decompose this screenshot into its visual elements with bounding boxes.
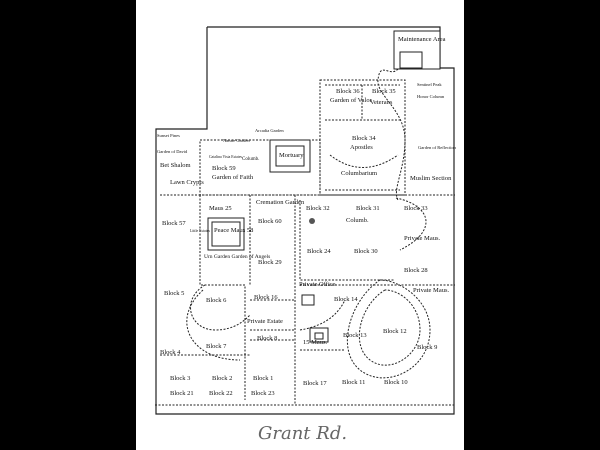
label-maus25: Maus 25 bbox=[209, 205, 232, 212]
label-cremation-garden: Cremation Garden bbox=[256, 199, 305, 206]
label-peace-maus58: Peace Maus 58 bbox=[214, 227, 253, 234]
label-block11: Block 11 bbox=[342, 379, 365, 386]
label-garden-of-reflection: Garden of Reflection bbox=[418, 145, 457, 150]
label-block30: Block 30 bbox=[354, 248, 378, 255]
maintenance-building bbox=[399, 51, 423, 69]
label-sunset-pines: Sunset Pines bbox=[157, 133, 180, 138]
label-private-maus-lower: Private Maus. bbox=[413, 287, 449, 294]
label-block10: Block 10 bbox=[384, 379, 408, 386]
label-mortuary: Mortuary bbox=[279, 152, 304, 159]
label-block59: Block 59 bbox=[212, 165, 236, 172]
label-block60: Block 60 bbox=[258, 218, 282, 225]
label-block22: Block 22 bbox=[209, 390, 233, 397]
label-block17: Block 17 bbox=[303, 380, 327, 387]
label-nature-garden: Nature Garden bbox=[223, 138, 250, 143]
columb-marker bbox=[309, 218, 315, 224]
peace-maus-inner bbox=[211, 221, 241, 247]
label-block34: Block 34 bbox=[352, 135, 376, 142]
label-block24: Block 24 bbox=[307, 248, 331, 255]
label-catalina-vista-estates: Catalina Vista Estates bbox=[209, 155, 243, 159]
label-block32: Block 32 bbox=[306, 205, 330, 212]
label-sentinel-peak: Sentinel Peak bbox=[417, 82, 442, 87]
maus-15-inner bbox=[314, 332, 324, 340]
map-labels: Maintenance Area Sentinel Peak Honor Col… bbox=[157, 36, 457, 397]
label-block6: Block 6 bbox=[206, 297, 227, 304]
label-urn-garden-angels: Urn Garden Garden of Angels bbox=[204, 253, 270, 260]
label-private-office: Private Office bbox=[299, 281, 336, 288]
label-arcadia-garden: Arcadia Garden bbox=[255, 128, 284, 133]
label-columb: Columb. bbox=[346, 217, 369, 224]
label-veterans: Veterans bbox=[370, 99, 393, 106]
label-block31: Block 31 bbox=[356, 205, 380, 212]
label-lawn-crypts: Lawn Crypts bbox=[170, 179, 204, 186]
label-block23: Block 23 bbox=[251, 390, 275, 397]
label-block33: Block 33 bbox=[404, 205, 428, 212]
label-block9: Block 9 bbox=[417, 344, 437, 351]
roads bbox=[155, 68, 455, 406]
grant-rd-signature: Grant Rd. bbox=[258, 423, 347, 444]
label-block28: Block 28 bbox=[404, 267, 428, 274]
property-boundary bbox=[155, 26, 455, 415]
label-muslim-section: Muslim Section bbox=[410, 175, 452, 182]
private-office-building bbox=[301, 294, 315, 306]
label-maintenance-area: Maintenance Area bbox=[398, 36, 446, 43]
mortuary-inner bbox=[275, 145, 305, 167]
label-block35: Block 35 bbox=[372, 88, 396, 95]
label-maus15: 15 Maus. bbox=[303, 339, 328, 346]
label-garden-of-david: Garden of David bbox=[157, 149, 188, 154]
label-block14: Block 14 bbox=[334, 296, 358, 303]
label-block1: Block 1 bbox=[253, 375, 273, 382]
label-block3: Block 3 bbox=[170, 375, 190, 382]
label-private-estate: Private Estate bbox=[247, 318, 283, 325]
label-columb-small: Columb. bbox=[242, 157, 259, 162]
label-block13: Block 13 bbox=[343, 332, 367, 339]
label-garden-of-faith: Garden of Faith bbox=[212, 174, 254, 181]
label-block7: Block 7 bbox=[206, 343, 227, 350]
label-apostles: Apostles bbox=[350, 144, 373, 151]
label-block8: Block 8 bbox=[257, 335, 277, 342]
label-block36: Block 36 bbox=[336, 88, 360, 95]
label-little-estates: Little Estates bbox=[190, 229, 210, 233]
label-block12: Block 12 bbox=[383, 328, 407, 335]
label-bet-shalom: Bet Shalom bbox=[160, 162, 191, 169]
label-block4: Block 4 bbox=[160, 349, 181, 356]
label-block5: Block 5 bbox=[164, 290, 184, 297]
label-block57: Block 57 bbox=[162, 220, 186, 227]
label-block16: Block 16 bbox=[254, 294, 278, 301]
label-private-maus-right: Private Maus. bbox=[404, 235, 440, 242]
label-garden-of-valor: Garden of Valor bbox=[330, 97, 373, 104]
label-block21: Block 21 bbox=[170, 390, 194, 397]
label-block2: Block 2 bbox=[212, 375, 232, 382]
label-block29: Block 29 bbox=[258, 259, 282, 266]
label-columbarium: Columbarium bbox=[341, 170, 377, 177]
label-honor-column: Honor Column bbox=[417, 94, 445, 99]
